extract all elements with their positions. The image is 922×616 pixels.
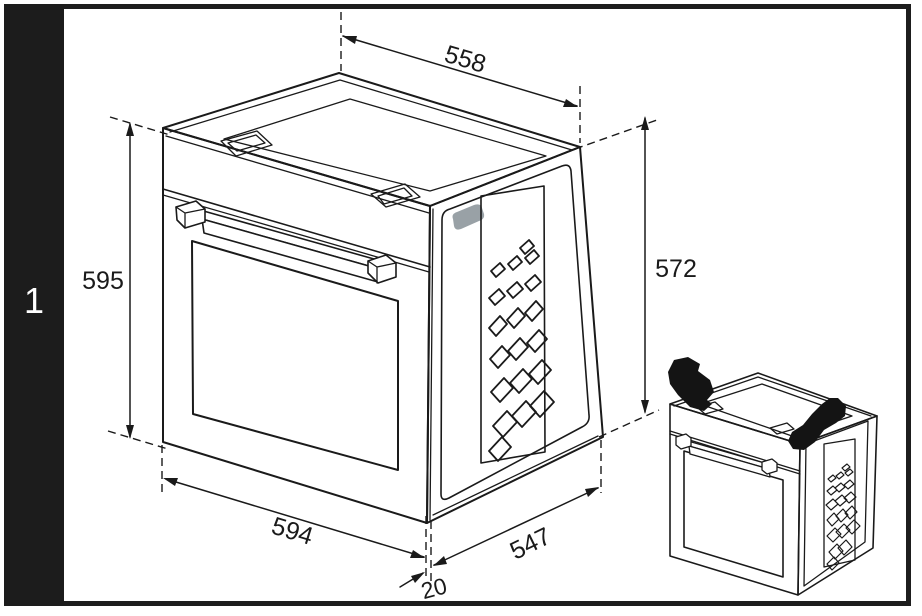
control-panel-rim	[165, 135, 430, 214]
small-oven-side-face	[797, 415, 878, 596]
door-window	[191, 240, 399, 471]
small-vent-diamond-pattern	[825, 463, 861, 571]
dimension-label-front-height: 595	[82, 267, 124, 295]
oven-front-face	[162, 127, 431, 524]
top-slot-right-inner	[377, 187, 413, 205]
small-door-handle	[675, 433, 778, 478]
main-oven-drawing	[162, 72, 604, 524]
side-bottom-rim	[432, 435, 599, 516]
top-slot-right	[370, 183, 421, 208]
door-handle	[175, 200, 397, 284]
dimension-label-rear-height: 572	[655, 255, 697, 283]
dimension-label-top-width: 558	[441, 40, 489, 79]
handle-bracket-left	[175, 200, 206, 229]
small-top-slot-right	[769, 422, 795, 435]
small-oven-drawing	[668, 357, 878, 596]
side-vent-highlight	[452, 204, 485, 230]
top-slot-left	[220, 130, 273, 157]
small-side-inset-panel	[803, 420, 869, 587]
step-sidebar: 1	[4, 4, 64, 606]
vent-diamond-pattern	[488, 239, 555, 462]
small-oven-top-panel	[699, 383, 853, 437]
handle-bracket-right-edges	[367, 260, 397, 284]
oven-top-panel	[223, 98, 547, 192]
side-inset-panel	[440, 164, 590, 501]
small-vent-strip	[823, 438, 856, 568]
handle-bracket-right	[367, 254, 397, 284]
door-right-edge	[429, 208, 434, 521]
oven-side-face	[426, 146, 604, 524]
vent-strip	[480, 185, 546, 464]
glove-icon	[788, 398, 846, 450]
dimension-lines: 595 558 572 594 547 20	[82, 12, 697, 604]
oven-top-rim	[169, 79, 573, 151]
glove-icon	[668, 357, 714, 411]
dimension-label-gap: 20	[418, 572, 449, 604]
handle-bar-front	[201, 218, 379, 283]
diagram-frame	[4, 4, 911, 606]
handle-bracket-left-edges	[175, 206, 206, 229]
dimension-label-bottom-width: 594	[268, 512, 316, 551]
control-panel-bottom	[162, 188, 431, 268]
step-number: 1	[23, 280, 45, 321]
